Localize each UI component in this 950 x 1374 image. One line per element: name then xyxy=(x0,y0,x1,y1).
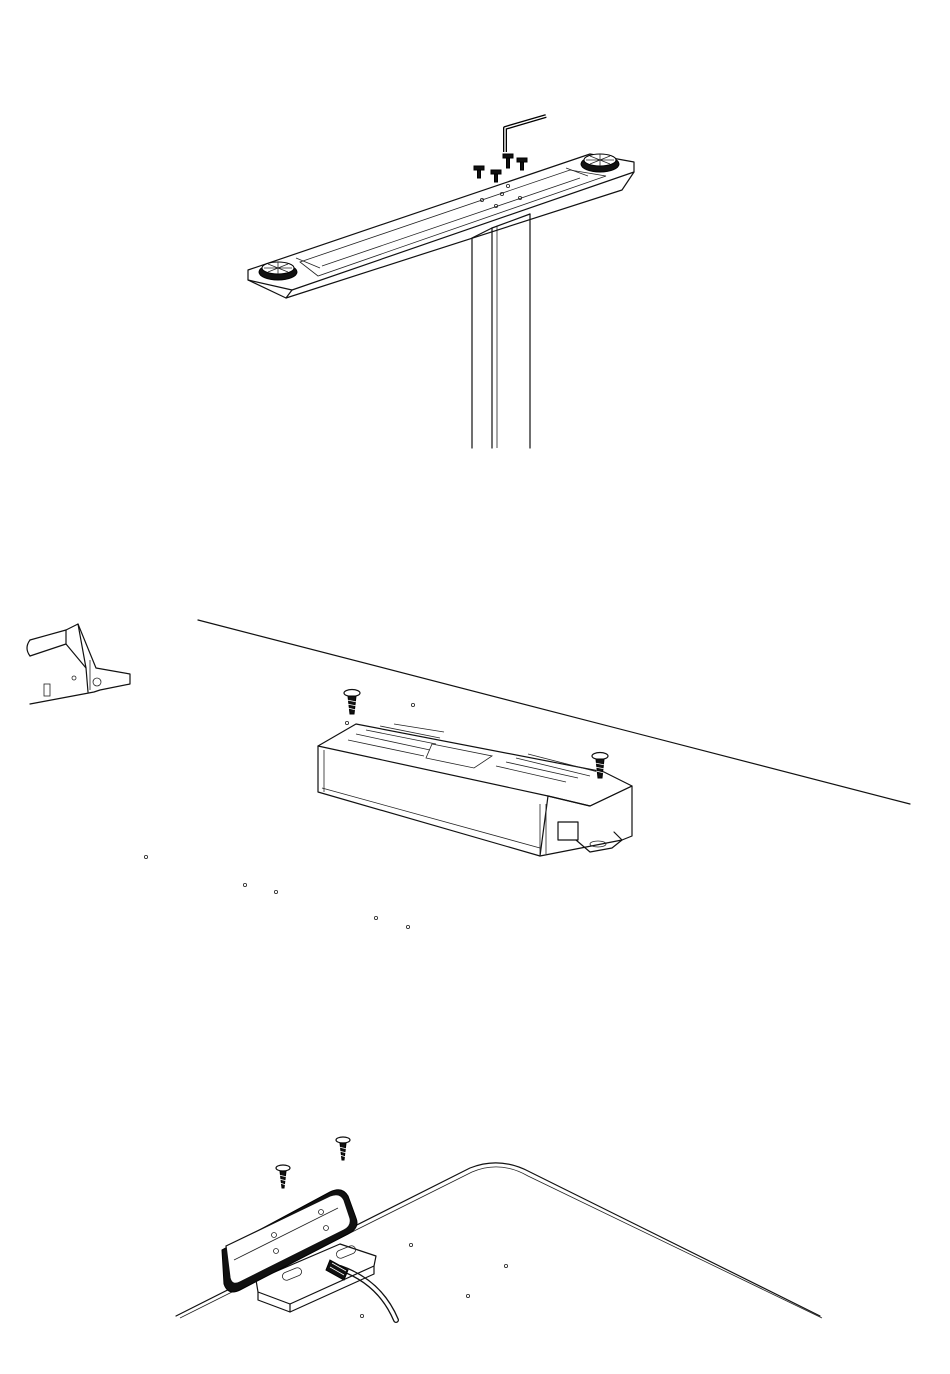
handset xyxy=(222,1190,357,1292)
desktop-edge xyxy=(198,620,910,804)
control-box xyxy=(318,724,632,856)
leveling-glide-right xyxy=(581,154,619,172)
bolt-2 xyxy=(491,170,501,182)
cable-strain-relief xyxy=(326,1260,348,1280)
hex-key xyxy=(505,116,546,152)
bolt-4 xyxy=(517,158,527,170)
handset-drawing xyxy=(0,1120,950,1374)
step-2-control-box-mounting xyxy=(0,600,950,960)
pilot-holes xyxy=(144,703,414,928)
wood-screw-1 xyxy=(344,690,360,725)
control-box-drawing xyxy=(0,600,950,960)
step-3-handset-mounting xyxy=(0,1120,950,1374)
wood-screw-2 xyxy=(336,1137,350,1160)
wood-screw-1 xyxy=(276,1165,290,1188)
step-1-foot-assembly xyxy=(0,0,950,470)
leg-bracket-detail xyxy=(27,624,130,704)
pilot-holes xyxy=(360,1243,507,1317)
column xyxy=(472,214,530,448)
foot-assembly-drawing xyxy=(0,0,950,470)
handset-cable xyxy=(340,1268,396,1320)
wood-screw-2 xyxy=(592,753,608,779)
leveling-glide-left xyxy=(259,262,297,280)
bolt-3 xyxy=(503,154,513,168)
foot-bar xyxy=(248,154,634,298)
bolt-1 xyxy=(474,166,484,178)
